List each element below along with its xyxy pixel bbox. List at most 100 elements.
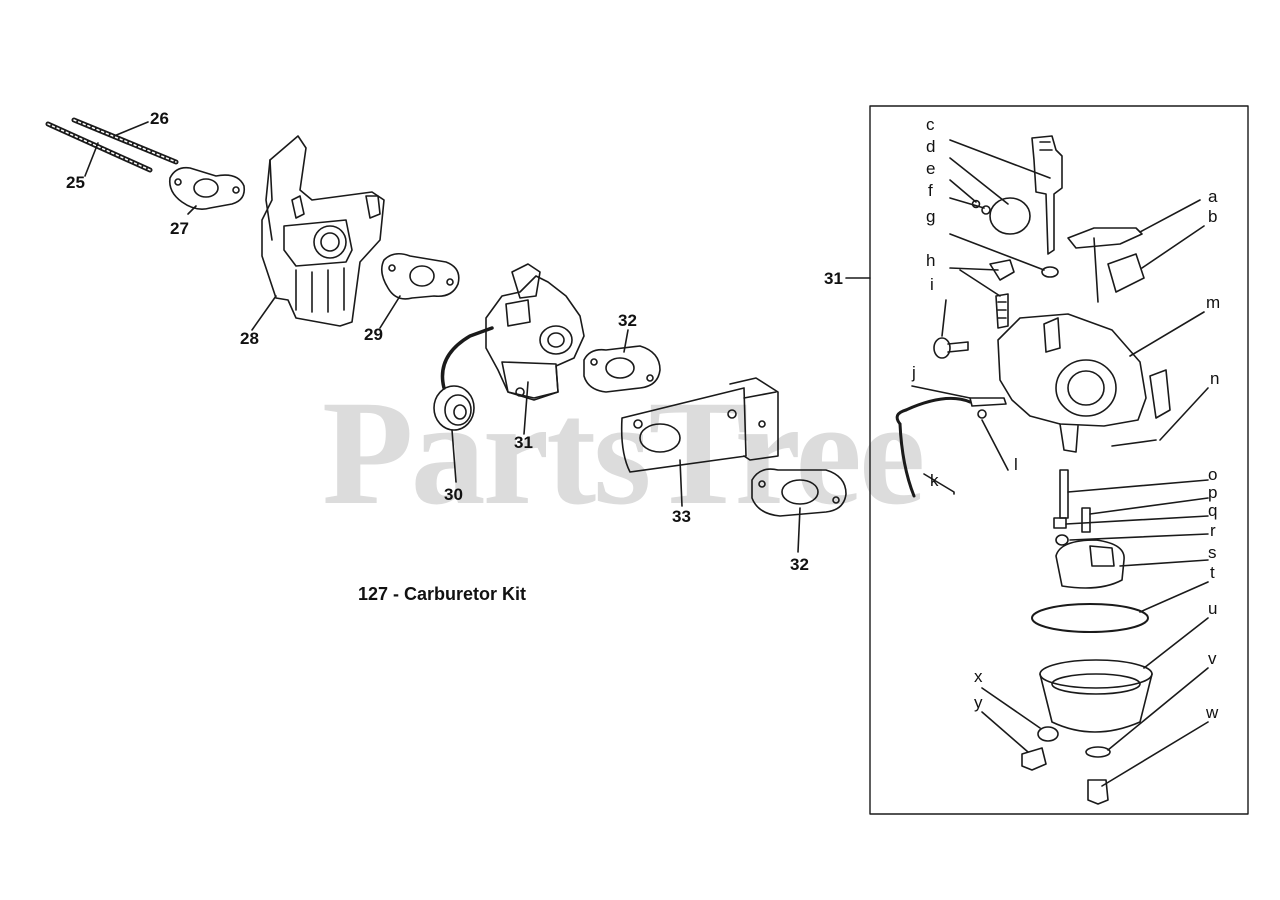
detail-x-washer <box>1037 726 1059 742</box>
leader-s <box>1119 559 1209 567</box>
leader-u <box>1143 617 1209 669</box>
callout-25[interactable]: 25 <box>66 173 85 192</box>
leader-t <box>1139 581 1209 613</box>
leader-n <box>1159 387 1209 441</box>
callout-33[interactable]: 33 <box>672 507 691 526</box>
detail-u-float-bowl <box>1039 659 1153 733</box>
leader-h <box>949 267 1001 297</box>
leader-c <box>949 139 1051 179</box>
detail-j-fitting <box>969 397 1007 407</box>
detail-v-washer <box>1085 746 1111 758</box>
leader-y <box>981 711 1029 753</box>
detail-l-clip <box>977 409 987 419</box>
callout-29[interactable]: 29 <box>364 325 383 344</box>
callout-32-lower[interactable]: 32 <box>790 555 809 574</box>
leader-b <box>1141 225 1205 269</box>
leader-25 <box>84 142 99 177</box>
leader-27 <box>187 205 197 215</box>
callout-s[interactable]: s <box>1208 543 1217 562</box>
detail-r-gasket <box>1055 534 1069 546</box>
detail-g-seal <box>1041 266 1059 278</box>
part-31-carburetor <box>485 263 585 401</box>
detail-w-drain-bolt <box>1087 779 1109 805</box>
part-28-air-cleaner-base <box>261 135 385 327</box>
callout-p[interactable]: p <box>1208 483 1218 502</box>
callout-b[interactable]: b <box>1208 207 1218 226</box>
part-25-stud <box>45 121 153 173</box>
callout-32-upper[interactable]: 32 <box>618 311 637 330</box>
part-30-primer-bulb <box>433 326 494 431</box>
detail-d-throttle-plate <box>989 197 1031 235</box>
detail-i-idle-screw <box>933 337 969 359</box>
leader-32a <box>623 329 629 353</box>
detail-b-choke-shaft <box>1093 237 1099 303</box>
callout-d[interactable]: d <box>926 137 936 156</box>
callout-w[interactable]: w <box>1206 703 1219 722</box>
detail-o-main-nozzle <box>1059 469 1069 519</box>
callout-x[interactable]: x <box>974 667 983 686</box>
detail-n-pin <box>1111 439 1157 447</box>
callout-e[interactable]: e <box>926 159 936 178</box>
leader-f <box>949 197 985 209</box>
callout-31-detail[interactable]: 31 <box>824 269 843 288</box>
callout-n[interactable]: n <box>1210 369 1220 388</box>
leader-p <box>1089 497 1209 515</box>
leader-g <box>949 233 1045 271</box>
callout-30[interactable]: 30 <box>444 485 463 504</box>
leader-q <box>1065 515 1209 525</box>
callout-i[interactable]: i <box>930 275 934 294</box>
leader-a <box>1139 199 1201 233</box>
leader-x <box>981 687 1041 729</box>
detail-h-needle <box>989 259 1015 329</box>
leader-j <box>911 385 971 399</box>
leader-k <box>923 473 955 495</box>
detail-box <box>869 105 1249 815</box>
detail-c-throttle-shaft <box>1031 135 1063 255</box>
callout-t[interactable]: t <box>1210 563 1215 582</box>
leader-30 <box>451 429 457 483</box>
leader-31 <box>523 381 529 435</box>
leader-l <box>981 419 1009 471</box>
leader-w <box>1101 721 1209 787</box>
detail-m-carb-body <box>997 313 1171 453</box>
leader-v <box>1107 667 1209 751</box>
leader-e <box>949 179 977 203</box>
callout-28[interactable]: 28 <box>240 329 259 348</box>
callout-31[interactable]: 31 <box>514 433 533 452</box>
detail-s-float <box>1055 539 1125 589</box>
callout-u[interactable]: u <box>1208 599 1218 618</box>
callout-l[interactable]: l <box>1014 455 1018 474</box>
callout-j[interactable]: j <box>912 363 916 382</box>
part-32-gasket-upper <box>583 345 661 393</box>
leader-o <box>1067 479 1209 493</box>
callout-y[interactable]: y <box>974 693 983 712</box>
leader-m <box>1129 311 1205 357</box>
part-32-gasket-lower <box>751 468 847 517</box>
callout-h[interactable]: h <box>926 251 936 270</box>
callout-c[interactable]: c <box>926 115 935 134</box>
callout-27[interactable]: 27 <box>170 219 189 238</box>
leader-32b <box>797 507 801 553</box>
callout-q[interactable]: q <box>1208 501 1218 520</box>
detail-b-gasket <box>1107 253 1145 293</box>
part-29-gasket <box>380 252 460 300</box>
callout-v[interactable]: v <box>1208 649 1217 668</box>
callout-f[interactable]: f <box>928 181 933 200</box>
detail-t-o-ring <box>1031 603 1149 633</box>
leader-28 <box>251 295 277 331</box>
leader-d <box>949 157 1009 205</box>
callout-r[interactable]: r <box>1210 521 1216 540</box>
detail-p-q-jet <box>1053 507 1091 533</box>
callout-k[interactable]: k <box>930 471 939 490</box>
leader-29 <box>379 295 401 329</box>
callout-g[interactable]: g <box>926 207 936 226</box>
leader-33 <box>679 459 683 507</box>
callout-a[interactable]: a <box>1208 187 1218 206</box>
detail-a-choke-lever <box>1067 227 1143 249</box>
callout-o[interactable]: o <box>1208 465 1218 484</box>
leader-r <box>1069 533 1209 541</box>
callout-m[interactable]: m <box>1206 293 1221 312</box>
callout-26[interactable]: 26 <box>150 109 169 128</box>
